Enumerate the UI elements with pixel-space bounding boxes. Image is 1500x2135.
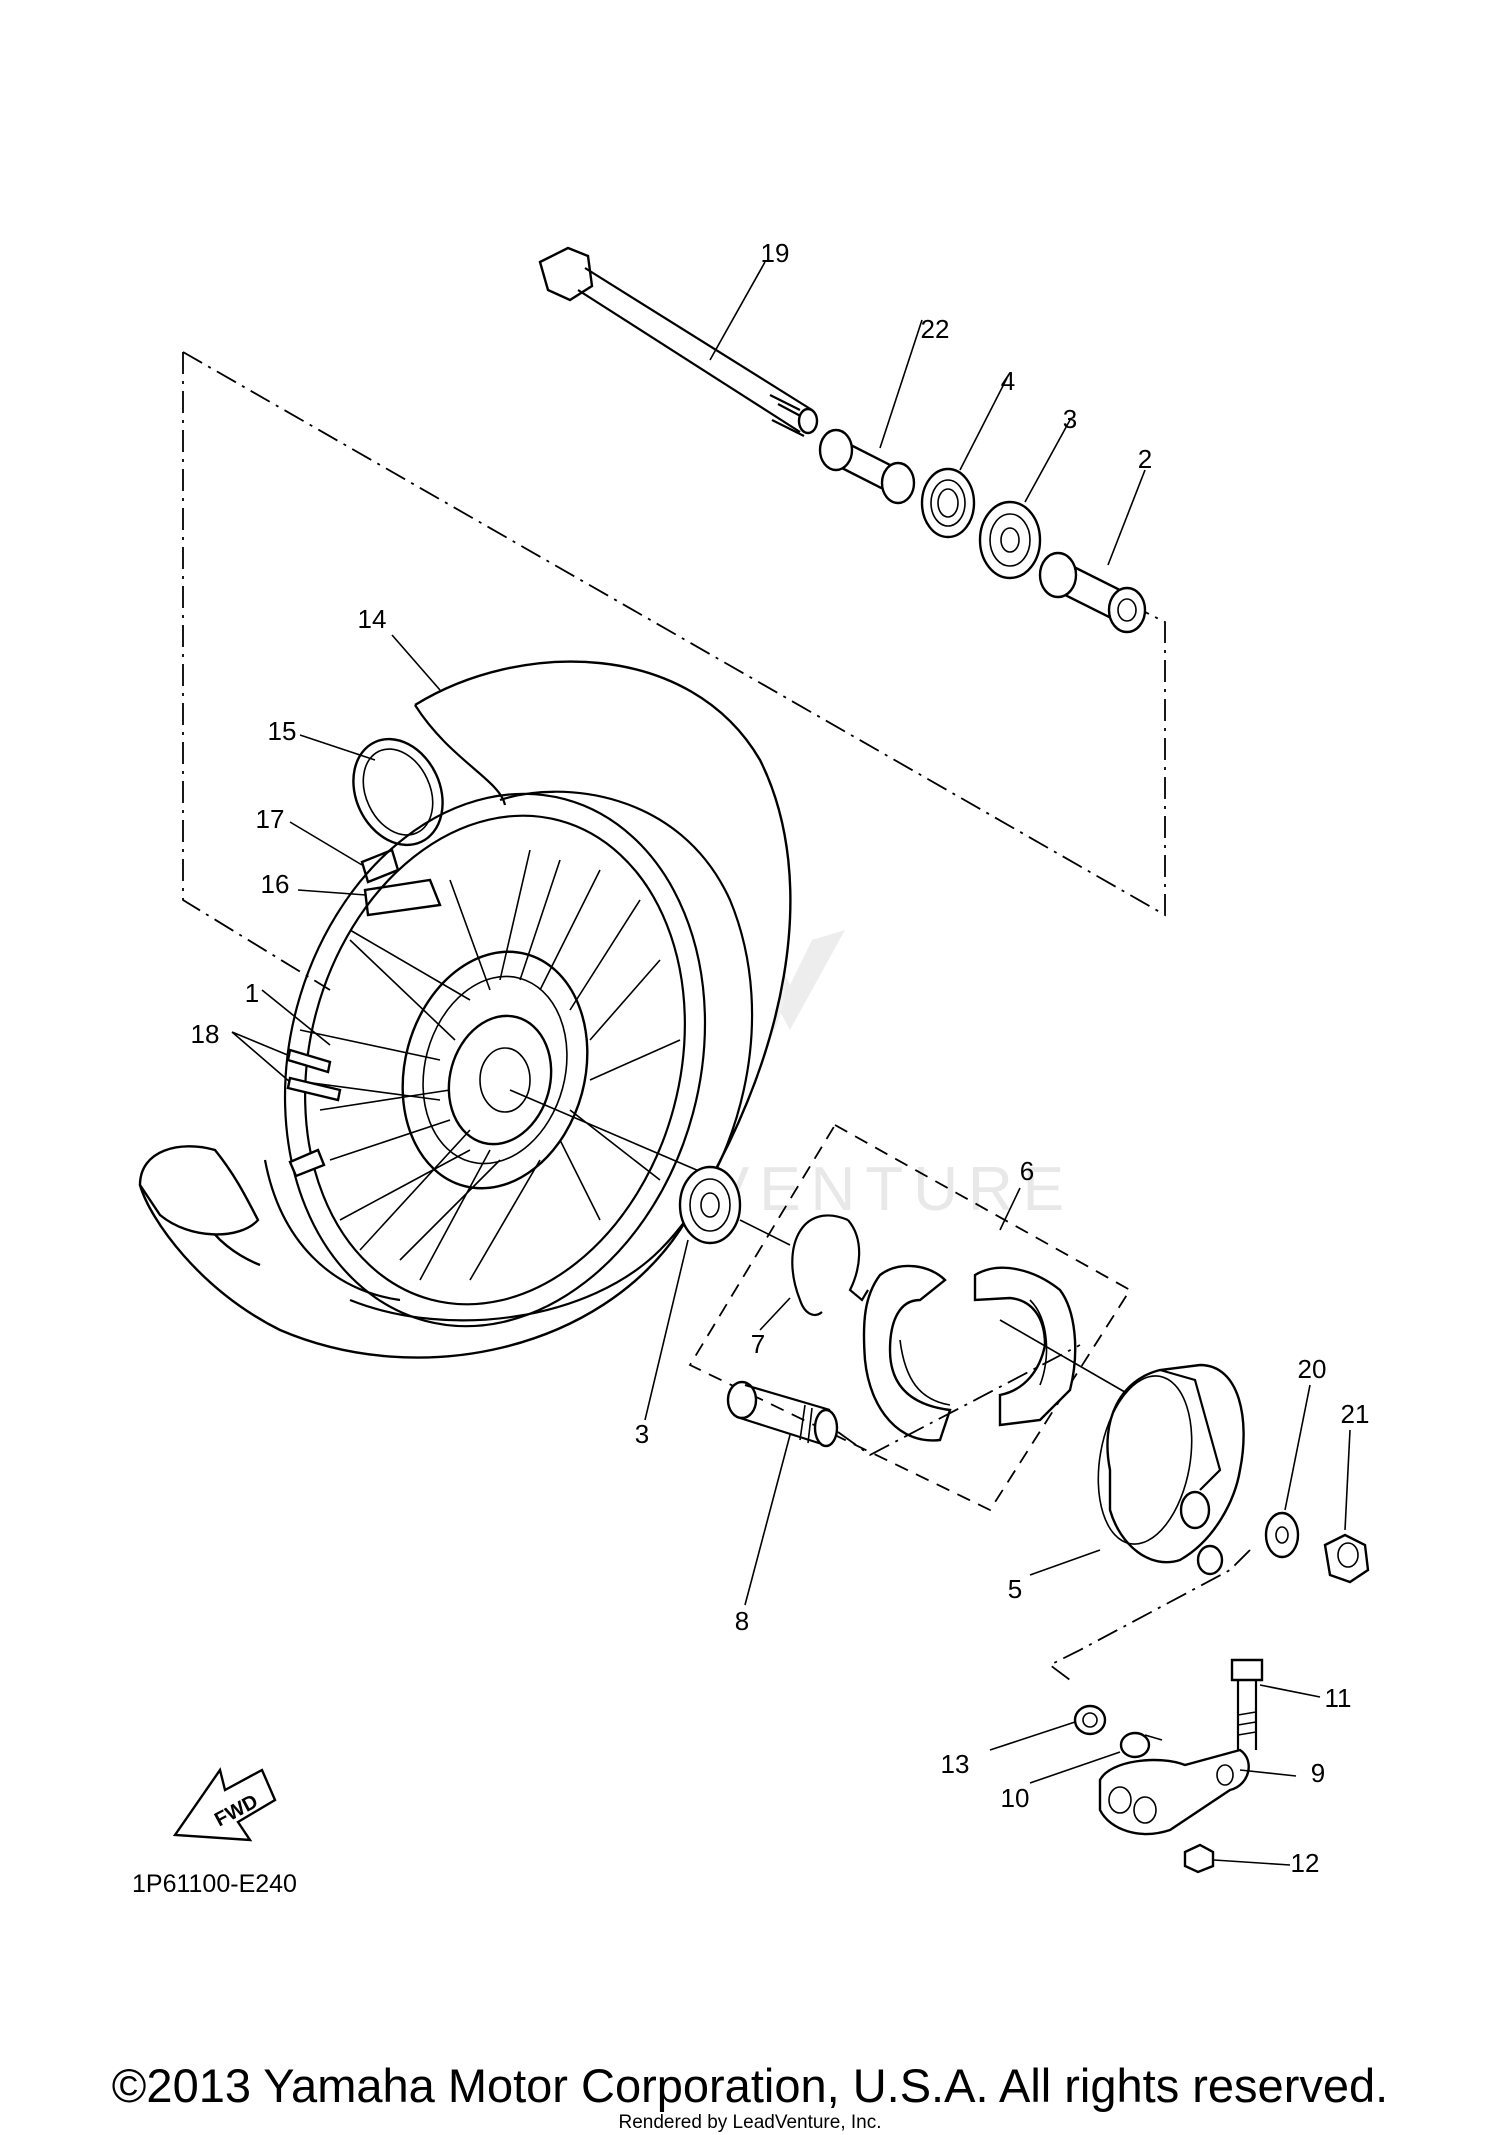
spacer-2 bbox=[1038, 551, 1147, 634]
collar-13 bbox=[1073, 1704, 1107, 1736]
washer-20 bbox=[1264, 1511, 1300, 1559]
callout-16: 16 bbox=[261, 869, 290, 899]
callout-15: 15 bbox=[268, 716, 297, 746]
spoked-wheel bbox=[283, 792, 707, 1328]
callout-6: 6 bbox=[1020, 1156, 1034, 1186]
callout-2: 2 bbox=[1138, 444, 1152, 474]
callout-3-lower: 3 bbox=[635, 1419, 649, 1449]
rim-tape bbox=[352, 737, 444, 847]
rendered-by-credit: Rendered by LeadVenture, Inc. bbox=[618, 2112, 882, 2133]
washer-10 bbox=[1119, 1731, 1163, 1759]
retaining-spring bbox=[791, 1214, 869, 1316]
nut-21 bbox=[1323, 1533, 1370, 1584]
callout-8: 8 bbox=[735, 1606, 749, 1636]
callout-12: 12 bbox=[1291, 1848, 1320, 1878]
spoke-nipples bbox=[286, 1048, 342, 1178]
nut-12 bbox=[1183, 1843, 1215, 1874]
spacer-22 bbox=[818, 428, 916, 505]
callout-4: 4 bbox=[1001, 366, 1015, 396]
cam-lever bbox=[1098, 1748, 1250, 1836]
callout-13: 13 bbox=[941, 1749, 970, 1779]
axle-bolt bbox=[538, 246, 819, 437]
callout-9: 9 bbox=[1311, 1758, 1325, 1788]
brake-shoes bbox=[862, 1264, 1131, 1442]
hub-axis-line bbox=[509, 1089, 721, 1181]
callout-7: 7 bbox=[751, 1329, 765, 1359]
callout-3-top: 3 bbox=[1063, 404, 1077, 434]
fwd-arrow-icon: FWD bbox=[172, 1767, 277, 1842]
camshaft-assembly-line bbox=[837, 1344, 1251, 1681]
brake-panel bbox=[1097, 1363, 1245, 1576]
brake-camshaft bbox=[726, 1380, 839, 1448]
bearing-3-top bbox=[978, 500, 1042, 580]
callout-10: 10 bbox=[1001, 1783, 1030, 1813]
callout-17: 17 bbox=[256, 804, 285, 834]
callout-18: 18 bbox=[191, 1019, 220, 1049]
callout-14: 14 bbox=[358, 604, 387, 634]
callout-21: 21 bbox=[1341, 1399, 1370, 1429]
callout-labels: 19 22 4 3 2 14 15 17 16 1 18 6 7 3 20 21… bbox=[191, 238, 1370, 1878]
oil-seal-4 bbox=[920, 467, 976, 539]
brake-shoe-kit-outline bbox=[688, 1123, 1132, 1512]
callout-1: 1 bbox=[245, 978, 259, 1008]
callout-5: 5 bbox=[1008, 1574, 1022, 1604]
diagram-code: 1P61100-E240 bbox=[132, 1870, 297, 1898]
callout-20: 20 bbox=[1298, 1354, 1327, 1384]
leader-lines bbox=[231, 261, 1351, 1866]
bearing-3-lower bbox=[678, 1165, 791, 1246]
callout-22: 22 bbox=[921, 314, 950, 344]
copyright-notice: ©2013 Yamaha Motor Corporation, U.S.A. A… bbox=[111, 2059, 1389, 2112]
callout-11: 11 bbox=[1325, 1683, 1352, 1713]
bolt-11 bbox=[1230, 1658, 1264, 1750]
callout-19: 19 bbox=[761, 238, 790, 268]
spokes bbox=[289, 849, 681, 1281]
